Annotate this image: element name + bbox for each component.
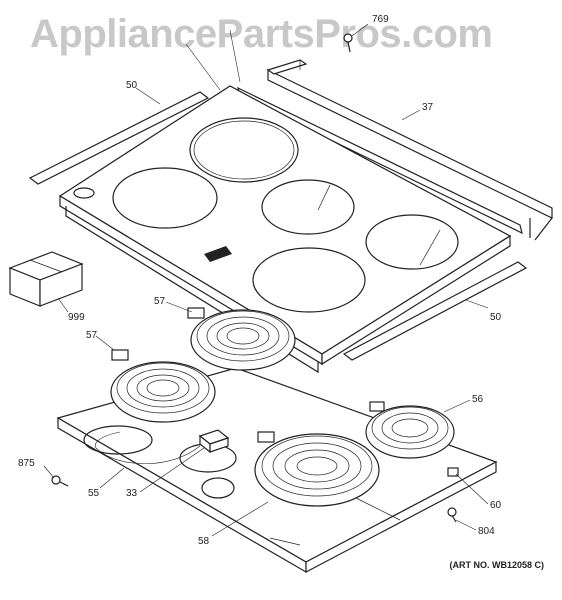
callout-50-right: 50: [490, 312, 502, 323]
callout-769: 769: [372, 14, 389, 25]
kit-box-999: [8, 251, 84, 307]
callout-57-upper: 57: [154, 296, 166, 307]
art-number: (ART NO. WB12058 C): [449, 560, 544, 570]
bracket-60: [447, 467, 459, 477]
radiant-element-57-left: [110, 349, 216, 423]
burner-frame: [65, 206, 319, 374]
callout-33: 33: [126, 488, 138, 499]
radiant-element-58: [254, 431, 380, 507]
limiter-switch-33: [198, 429, 230, 454]
wire-harness-55: [94, 431, 201, 464]
callout-55: 55: [88, 488, 100, 499]
callout-999: 999: [68, 312, 85, 323]
rear-trim-37: [266, 59, 553, 241]
callout-56: 56: [472, 394, 484, 405]
callout-804: 804: [478, 526, 495, 537]
leader-lines: [43, 23, 489, 537]
radiant-element-57-upper: [187, 307, 296, 371]
screw-875: [51, 475, 69, 487]
callout-57-left: 57: [86, 330, 98, 341]
trim-strip-50-right: [342, 261, 528, 361]
screw-804: [447, 507, 457, 523]
trim-strip-50-left: [28, 91, 210, 185]
callout-50-left: 50: [126, 80, 138, 91]
screw-769: [343, 33, 353, 53]
watermark: AppliancePartsPros.com: [30, 12, 493, 56]
callout-60: 60: [490, 500, 502, 511]
callout-875: 875: [18, 458, 35, 469]
radiant-element-56: [365, 401, 455, 459]
callout-58: 58: [198, 536, 210, 547]
callout-37: 37: [422, 102, 434, 113]
